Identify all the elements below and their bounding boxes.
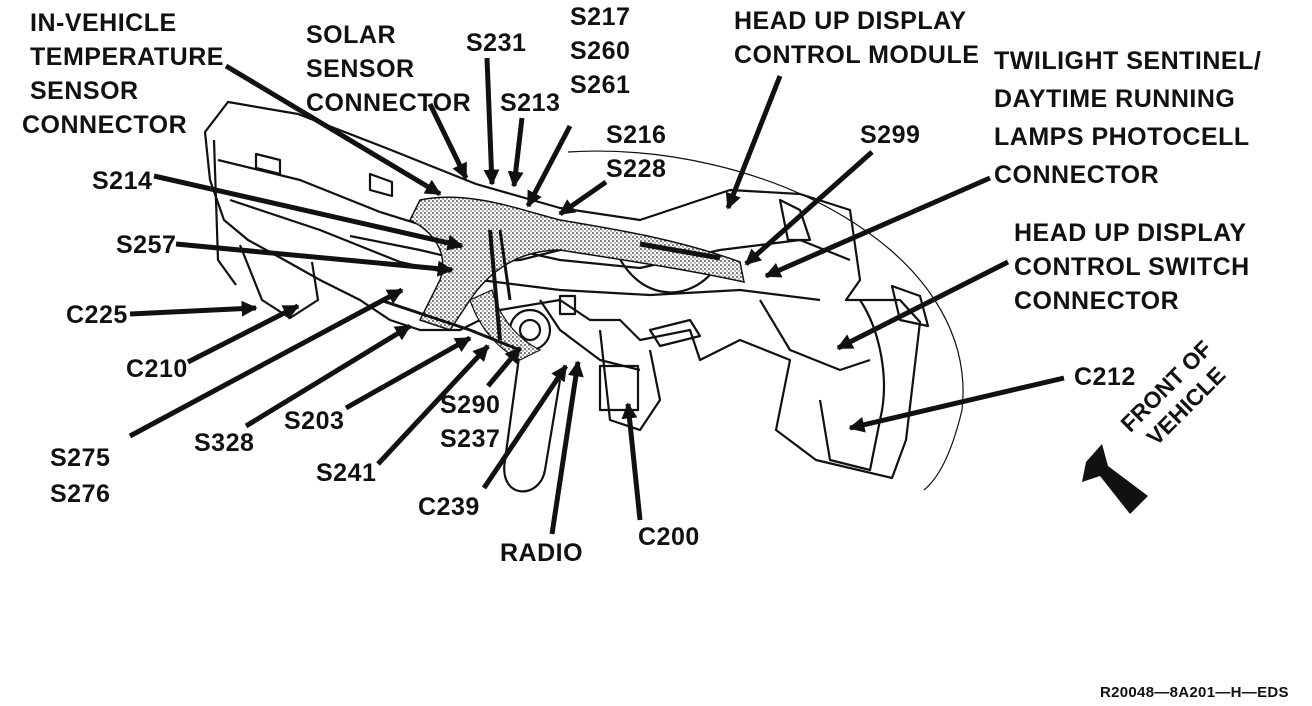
label-line: CONNECTOR: [22, 111, 188, 139]
label-radio: RADIO: [500, 536, 583, 570]
label-line: CONTROL MODULE: [734, 41, 980, 69]
label-line: R20048—8A201—H—EDS: [1100, 684, 1289, 701]
label-line: S276: [50, 480, 111, 508]
figure-code: R20048—8A201—H—EDS: [1100, 684, 1289, 702]
label-c210: C210: [126, 352, 188, 386]
label-line: SENSOR: [30, 77, 139, 105]
label-line: IN-VEHICLE: [30, 9, 177, 37]
label-hud-control-switch-connector: HEAD UP DISPLAY CONTROL SWITCH CONNECTOR: [1014, 216, 1250, 318]
label-line: S217: [570, 3, 631, 31]
label-line: S299: [860, 121, 921, 149]
label-in-vehicle-temperature-sensor: IN-VEHICLE TEMPERATURE SENSOR CONNECTOR: [22, 6, 224, 142]
label-line: S216: [606, 121, 667, 149]
label-line: CONNECTOR: [1014, 287, 1180, 315]
label-s203: S203: [284, 404, 344, 438]
label-line: C200: [638, 523, 700, 551]
label-s216-s228: S216 S228: [606, 118, 666, 186]
label-line: S257: [116, 231, 177, 259]
label-line: CONNECTOR: [994, 161, 1160, 189]
label-c200: C200: [638, 520, 700, 554]
label-c239: C239: [418, 490, 480, 524]
label-line: SOLAR: [306, 21, 396, 49]
label-line: RADIO: [500, 539, 584, 567]
label-s257: S257: [116, 228, 176, 262]
label-s241: S241: [316, 456, 376, 490]
label-solar-sensor-connector: SOLAR SENSOR CONNECTOR: [306, 18, 471, 120]
label-twilight-sentinel-connector: TWILIGHT SENTINEL/ DAYTIME RUNNING LAMPS…: [994, 42, 1261, 194]
label-line: TWILIGHT SENTINEL/: [994, 47, 1262, 75]
label-line: S241: [316, 459, 377, 487]
label-line: S290: [440, 391, 501, 419]
label-line: HEAD UP DISPLAY: [1014, 219, 1247, 247]
label-s299: S299: [860, 118, 920, 152]
wire-harness: [379, 196, 745, 361]
label-line: S275: [50, 444, 111, 472]
label-c212: C212: [1074, 360, 1136, 394]
front-arrow-icon: [1082, 444, 1148, 514]
label-line: S328: [194, 429, 255, 457]
label-hud-control-module: HEAD UP DISPLAY CONTROL MODULE: [734, 4, 979, 72]
label-line: C239: [418, 493, 480, 521]
label-line: CONNECTOR: [306, 89, 472, 117]
label-s328: S328: [194, 426, 254, 460]
label-line: TEMPERATURE: [30, 43, 224, 71]
label-line: S260: [570, 37, 631, 65]
label-line: S214: [92, 167, 153, 195]
leader-arrows: [128, 57, 1065, 535]
label-s213: S213: [500, 86, 560, 120]
label-line: SENSOR: [306, 55, 415, 83]
label-s214: S214: [92, 164, 152, 198]
label-line: C212: [1074, 363, 1136, 391]
label-line: S213: [500, 89, 561, 117]
label-s231: S231: [466, 26, 526, 60]
outline-arc: [567, 150, 964, 491]
label-s217-s260-s261: S217 S260 S261: [570, 0, 630, 102]
label-line: S203: [284, 407, 345, 435]
label-line: C225: [66, 301, 128, 329]
label-line: S228: [606, 155, 667, 183]
label-line: S261: [570, 71, 631, 99]
label-line: C210: [126, 355, 188, 383]
label-s290-s237: S290 S237: [440, 388, 500, 456]
label-line: DAYTIME RUNNING: [994, 85, 1236, 113]
label-line: S231: [466, 29, 527, 57]
label-line: S237: [440, 425, 501, 453]
label-c225: C225: [66, 298, 128, 332]
label-line: LAMPS PHOTOCELL: [994, 123, 1250, 151]
label-line: HEAD UP DISPLAY: [734, 7, 967, 35]
label-s275-s276: S275 S276: [50, 440, 110, 512]
label-line: CONTROL SWITCH: [1014, 253, 1250, 281]
